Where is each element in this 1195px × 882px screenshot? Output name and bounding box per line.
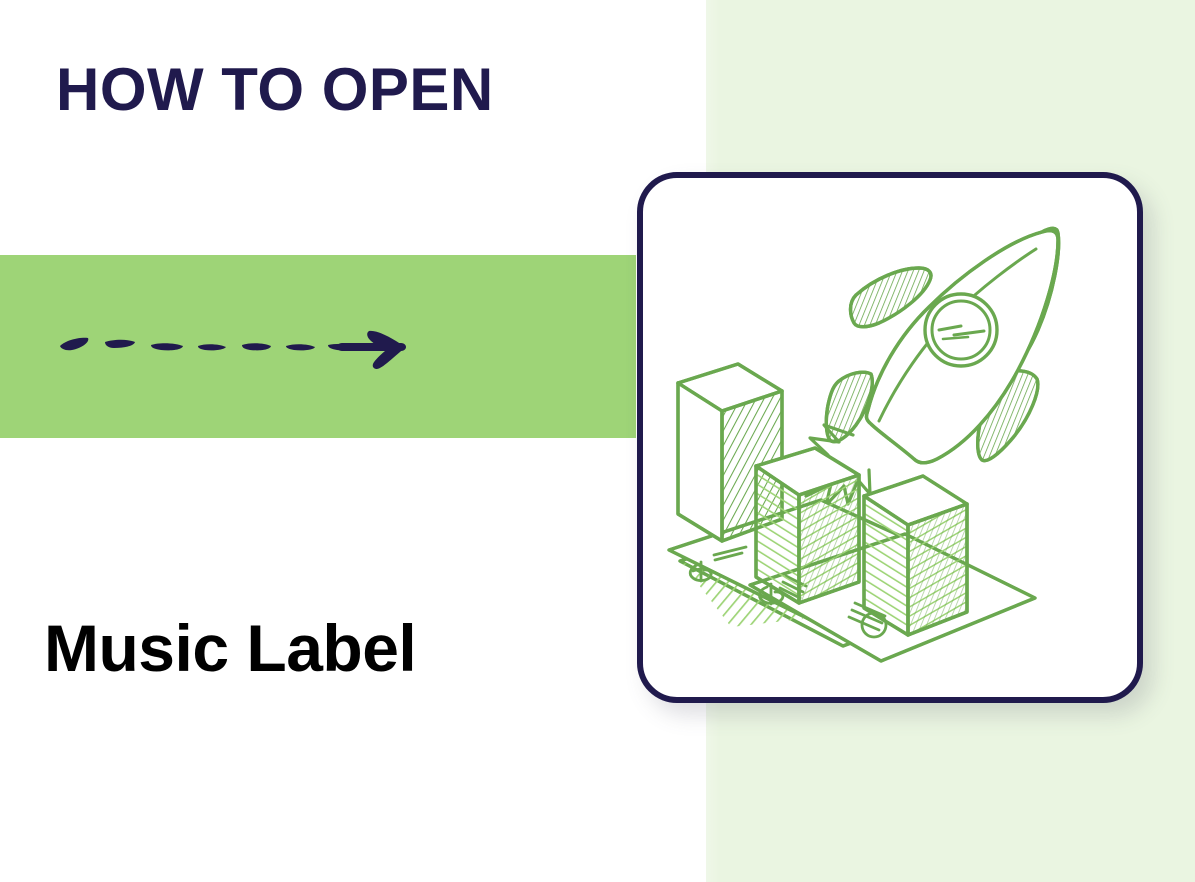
page-subtitle: Music Label — [44, 611, 417, 685]
bar-chart-column-2 — [754, 446, 861, 605]
illustration-card — [637, 172, 1143, 703]
rocket-growth-chart-illustration — [667, 226, 1061, 663]
page-title: HOW TO OPEN — [56, 56, 494, 123]
bar-chart — [676, 362, 969, 637]
rocket-fin-bottom-left — [824, 370, 874, 444]
dashed-arrow-right-icon — [52, 318, 422, 374]
rocket-fin-left — [848, 266, 933, 329]
rocket — [793, 226, 1061, 507]
bar-chart-column-3 — [862, 474, 969, 637]
rocket-porthole-window — [923, 292, 999, 368]
green-accent-band — [0, 255, 636, 438]
